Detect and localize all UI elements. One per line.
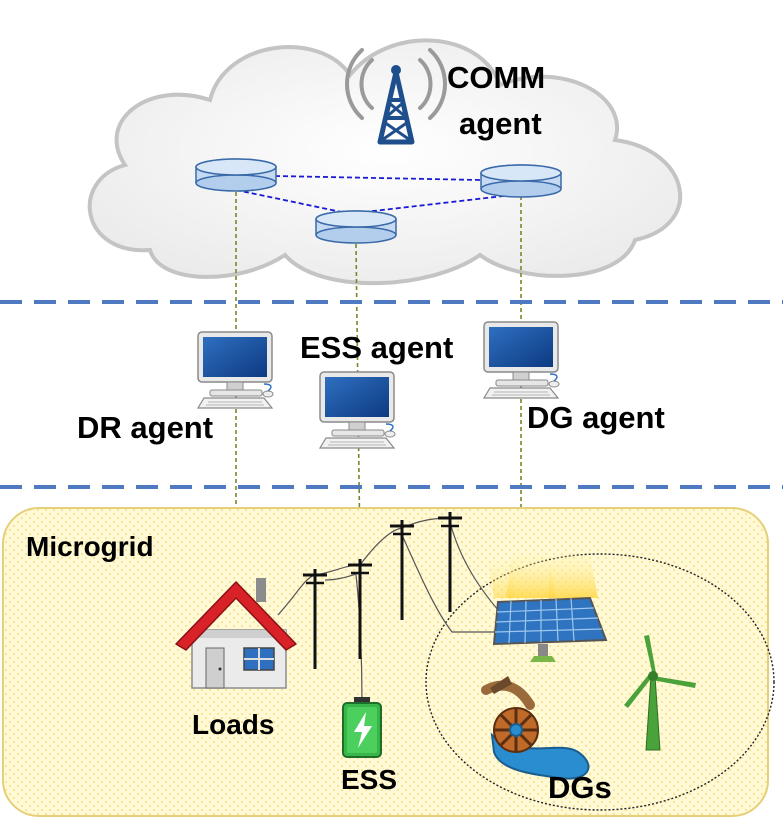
hydro-icon [481, 676, 590, 780]
dg-boundary [425, 553, 775, 811]
wind-turbine-icon [624, 635, 696, 751]
ess-label: ESS [341, 764, 398, 795]
router-links [235, 175, 522, 216]
house-icon [175, 578, 297, 689]
comm-agent-label-line1: COMM [447, 60, 546, 95]
dg-agent-label: DG agent [527, 400, 665, 435]
ess-agent-label: ESS agent [300, 330, 454, 365]
comm-agent-label-line2: agent [459, 106, 542, 141]
battery-icon [342, 697, 382, 758]
cloud [87, 38, 683, 286]
loads-label: Loads [192, 709, 275, 740]
dgs-label: DGs [548, 770, 612, 805]
microgrid-label: Microgrid [26, 531, 154, 562]
dr-agent-label: DR agent [77, 410, 214, 445]
ess-agent-computer-icon [319, 371, 396, 449]
router-right [480, 164, 562, 198]
router-center [315, 210, 397, 244]
comm-tower-icon [345, 48, 447, 145]
solar-panel-icon [488, 555, 608, 662]
router-left [195, 158, 277, 192]
